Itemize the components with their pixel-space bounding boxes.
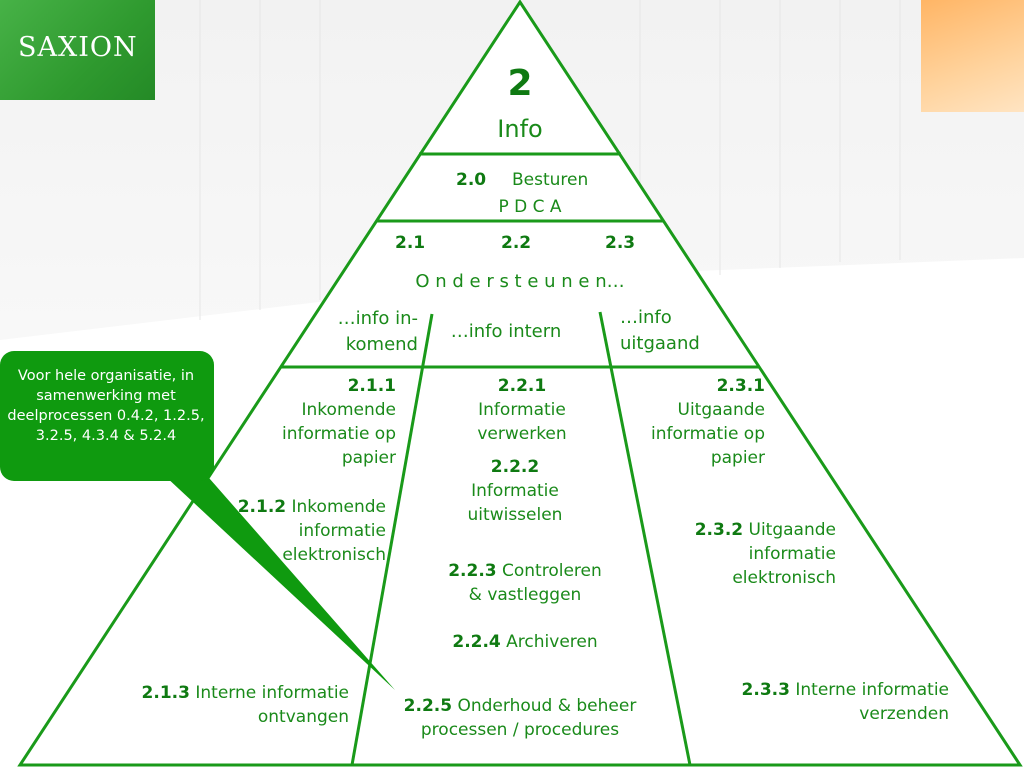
p233-text-first: Interne informatie (795, 680, 949, 700)
code-2-1: 2.1 (395, 233, 426, 253)
ondersteunen-label: O n d e r s t e u n e n… (415, 271, 625, 292)
flow-intern-label: …info intern (450, 321, 562, 342)
apex-number: 2 (507, 63, 533, 104)
pyramid-outline (17, 0, 1023, 767)
p232-text-rest: informatie elektronisch (732, 544, 836, 588)
p225-line1: 2.2.5 Onderhoud & beheer (395, 694, 645, 718)
p221-code: 2.2.1 (497, 376, 547, 396)
p232-line1: 2.3.2 Uitgaande (650, 518, 836, 542)
p224-text-first: Archiveren (506, 632, 598, 652)
p231-code: 2.3.1 (716, 376, 765, 396)
p233-code: 2.3.3 (741, 680, 790, 700)
pdca-label: P D C A (498, 197, 562, 217)
besturen-label: Besturen (512, 170, 589, 190)
p222-text: Informatie uitwisselen (467, 481, 563, 525)
logo-text: SAXION (18, 32, 138, 63)
callout-pointer (150, 462, 395, 690)
p212-code: 2.1.2 (237, 497, 287, 517)
saxion-logo: SAXION (0, 0, 155, 100)
callout-text: Voor hele organisatie, in samenwerking m… (7, 368, 205, 444)
flow-out-label: …info uitgaand (620, 307, 700, 354)
p232-text-first: Uitgaande (748, 520, 836, 540)
p213-text-first: Interne informatie (195, 683, 349, 703)
p211-code: 2.1.1 (347, 376, 396, 396)
p213-text-rest: ontvangen (257, 707, 349, 727)
p233-line1: 2.3.3 Interne informatie (700, 678, 949, 702)
p221-text: Informatie verwerken (477, 400, 567, 444)
p224-code: 2.2.4 (452, 632, 501, 652)
p222-code: 2.2.2 (490, 457, 540, 477)
code-2-2: 2.2 (501, 233, 532, 253)
p212-text-first: Inkomende (291, 497, 386, 517)
p223-text-first: Controleren (502, 561, 602, 581)
p225-text-rest: processen / procedures (420, 720, 620, 740)
p223-code: 2.2.3 (448, 561, 497, 581)
p223-text-rest: & vastleggen (468, 585, 582, 605)
divider-left (350, 313, 434, 766)
divider-right (598, 311, 692, 766)
p213-line1: 2.1.3 Interne informatie (100, 681, 349, 705)
p225-text-first: Onderhoud & beheer (457, 696, 637, 716)
p231-text: Uitgaande informatie op papier (651, 400, 765, 468)
corner-decoration (921, 0, 1024, 112)
p211-text: Inkomende informatie op papier (282, 400, 396, 468)
callout-box: Voor hele organisatie, in samenwerking m… (0, 351, 214, 481)
p225-code: 2.2.5 (403, 696, 453, 716)
p212-line1: 2.1.2 Inkomende (200, 495, 386, 519)
besturen-code: 2.0 (456, 170, 487, 190)
p224-line1: 2.2.4 Archiveren (425, 630, 625, 654)
p232-code: 2.3.2 (694, 520, 744, 540)
p212-text-rest: informatie elektronisch (282, 521, 386, 565)
p233-text-rest: verzenden (859, 704, 949, 724)
flow-in-label: …info in- komend (337, 308, 418, 355)
p213-code: 2.1.3 (141, 683, 190, 703)
apex-title: Info (497, 115, 543, 143)
code-2-3: 2.3 (605, 233, 636, 253)
p223-line1: 2.2.3 Controleren (425, 559, 625, 583)
